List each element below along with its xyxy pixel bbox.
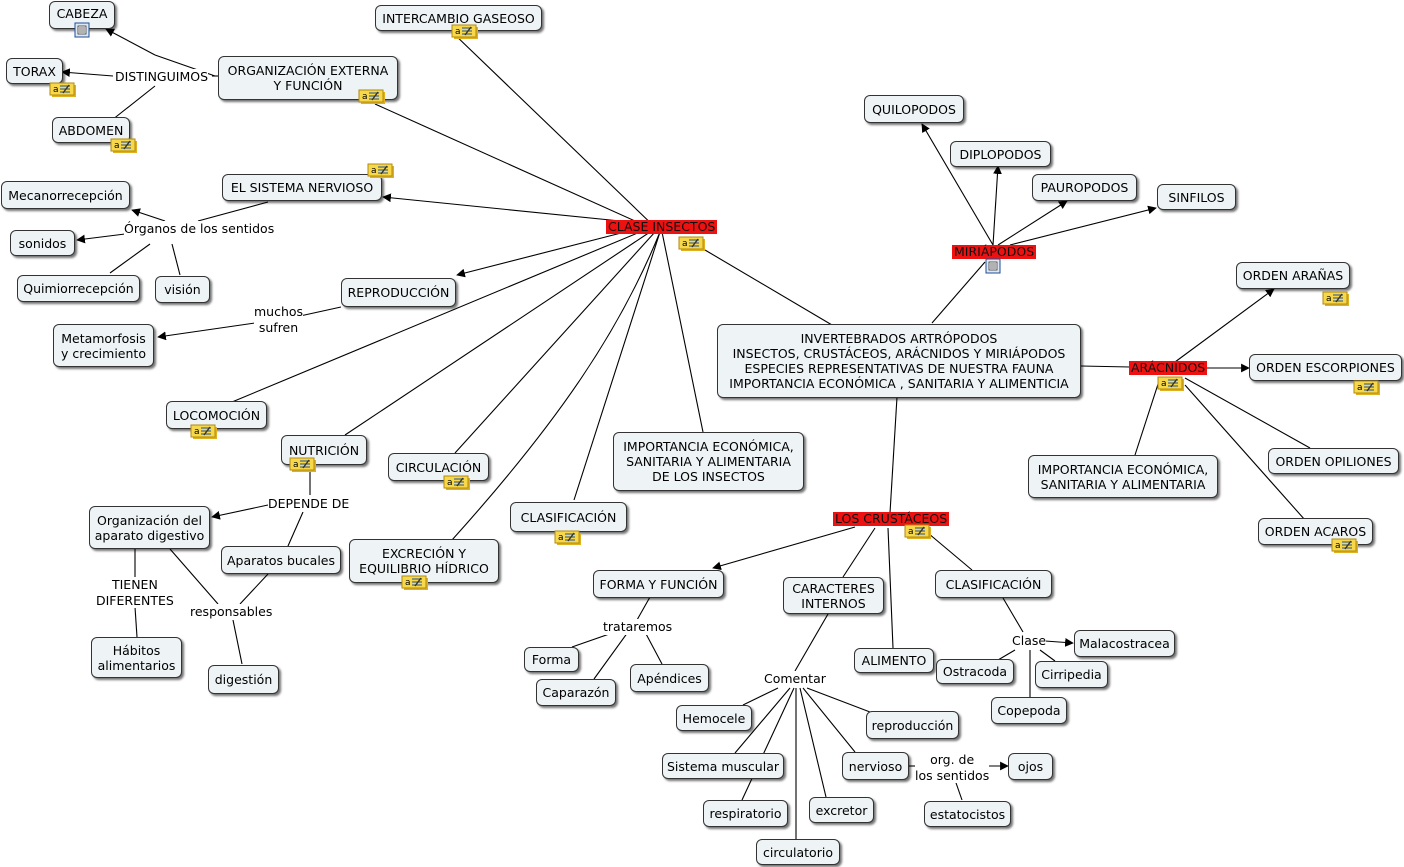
- concept-circulacion[interactable]: CIRCULACIÓN: [388, 453, 489, 481]
- concept-orden-aranas[interactable]: ORDEN ARAÑAS: [1236, 262, 1350, 289]
- concept-clasificacion-insectos[interactable]: CLASIFICACIÓN: [510, 502, 627, 532]
- concept-quilopodos[interactable]: QUILOPODOS: [864, 95, 964, 123]
- svg-text:a: a: [1335, 541, 1341, 551]
- svg-text:a: a: [293, 460, 299, 470]
- concept-circulatorio[interactable]: circulatorio: [756, 839, 840, 865]
- note-icon[interactable]: a: [367, 163, 395, 179]
- document-icon[interactable]: [74, 22, 90, 38]
- concept-respiratorio[interactable]: respiratorio: [703, 800, 788, 827]
- concept-hemocele[interactable]: Hemocele: [676, 705, 752, 731]
- svg-text:a: a: [908, 527, 914, 537]
- note-icon[interactable]: a: [904, 524, 932, 540]
- concept-diplopodos[interactable]: DIPLOPODOS: [950, 141, 1051, 167]
- concept-sistema-nervioso[interactable]: EL SISTEMA NERVIOSO: [222, 174, 382, 201]
- concept-apendices[interactable]: Apéndices: [630, 664, 709, 692]
- concept-cabeza[interactable]: CABEZA: [49, 1, 115, 29]
- concept-nervioso[interactable]: nervioso: [842, 752, 909, 780]
- note-icon[interactable]: a: [554, 530, 582, 546]
- concept-forma[interactable]: Forma: [524, 647, 579, 672]
- svg-text:a: a: [1161, 379, 1167, 389]
- svg-text:a: a: [1326, 294, 1332, 304]
- svg-text:a: a: [1357, 383, 1363, 393]
- concept-digestion[interactable]: digestión: [208, 665, 279, 694]
- link-muchos-sufren: muchos sufren: [254, 304, 304, 336]
- note-icon[interactable]: a: [443, 475, 471, 491]
- svg-text:a: a: [682, 239, 688, 249]
- concept-copepoda[interactable]: Copepoda: [991, 697, 1067, 724]
- concept-nutricion[interactable]: NUTRICIÓN: [281, 435, 367, 465]
- svg-text:a: a: [405, 578, 411, 588]
- concept-orden-escorpiones[interactable]: ORDEN ESCORPIONES: [1249, 354, 1402, 381]
- note-icon[interactable]: a: [110, 138, 138, 154]
- concept-orden-opiliones[interactable]: ORDEN OPILIONES: [1268, 448, 1399, 474]
- concept-estatocistos[interactable]: estatocistos: [924, 801, 1011, 827]
- concept-central[interactable]: INVERTEBRADOS ARTRÓPODOS INSECTOS, CRUST…: [717, 324, 1081, 398]
- category-miriapodos[interactable]: MIRIÁPODOS: [952, 244, 1037, 260]
- concept-torax[interactable]: TORAX: [6, 58, 63, 84]
- svg-text:a: a: [53, 85, 59, 95]
- svg-text:a: a: [362, 92, 368, 102]
- concept-quimiorrecepcion[interactable]: Quimiorrecepción: [17, 275, 140, 302]
- note-icon[interactable]: a: [358, 89, 386, 105]
- svg-text:a: a: [558, 533, 564, 543]
- link-organos-sentidos: Órganos de los sentidos: [124, 221, 275, 237]
- link-org-sentidos: org. de los sentidos: [915, 752, 990, 784]
- svg-text:a: a: [114, 141, 120, 151]
- link-trataremos: trataremos: [603, 619, 673, 635]
- concept-excretor[interactable]: excretor: [809, 797, 874, 823]
- category-crustaceos[interactable]: LOS CRUSTÁCEOS: [833, 511, 950, 527]
- concept-cirripedia[interactable]: Cirripedia: [1035, 661, 1108, 688]
- link-depende-de: DEPENDE DE: [268, 496, 350, 512]
- svg-text:a: a: [194, 427, 200, 437]
- concept-sinfilos[interactable]: SINFILOS: [1157, 184, 1236, 210]
- concept-importancia-aracnidos[interactable]: IMPORTANCIA ECONÓMICA, SANITARIA Y ALIME…: [1028, 455, 1218, 498]
- note-icon[interactable]: a: [1157, 376, 1185, 392]
- concept-org-aparato-digestivo[interactable]: Organización del aparato digestivo: [89, 506, 210, 549]
- concept-ojos[interactable]: ojos: [1008, 753, 1053, 780]
- link-clase: Clase: [1012, 633, 1047, 649]
- concept-aparatos-bucales[interactable]: Aparatos bucales: [221, 546, 341, 574]
- concept-vision[interactable]: visión: [155, 276, 210, 303]
- svg-text:a: a: [371, 166, 377, 176]
- link-distinguimos: DISTINGUIMOS: [115, 69, 208, 85]
- concept-locomocion[interactable]: LOCOMOCIÓN: [166, 401, 267, 429]
- concept-mecanorrecepcion[interactable]: Mecanorrecepción: [1, 181, 130, 209]
- link-comentar: Comentar: [764, 671, 826, 687]
- concept-sistema-muscular[interactable]: Sistema muscular: [662, 753, 784, 779]
- note-icon[interactable]: a: [1331, 538, 1359, 554]
- note-icon[interactable]: a: [289, 457, 317, 473]
- concept-sonidos[interactable]: sonidos: [10, 230, 75, 256]
- concept-pauropodos[interactable]: PAUROPODOS: [1032, 174, 1137, 201]
- note-icon[interactable]: a: [1322, 291, 1350, 307]
- concept-habitos-alimentarios[interactable]: Hábitos alimentarios: [91, 637, 182, 678]
- concept-reproduccion-crustaceos[interactable]: reproducción: [866, 711, 959, 739]
- concept-alimento[interactable]: ALIMENTO: [854, 648, 934, 673]
- concept-metamorfosis[interactable]: Metamorfosis y crecimiento: [53, 324, 154, 367]
- concept-excrecion[interactable]: EXCRECIÓN Y EQUILIBRIO HÍDRICO: [349, 539, 499, 583]
- link-tienen-diferentes: TIENEN DIFERENTES: [96, 577, 174, 609]
- note-icon[interactable]: a: [451, 24, 479, 40]
- category-clase-insectos[interactable]: CLASE INSECTOS: [606, 219, 718, 235]
- category-aracnidos[interactable]: ARÁCNIDOS: [1129, 360, 1208, 376]
- concept-importancia-insectos[interactable]: IMPORTANCIA ECONÓMICA, SANITARIA Y ALIME…: [613, 432, 804, 491]
- concept-malacostracea[interactable]: Malacostracea: [1074, 630, 1175, 657]
- svg-text:a: a: [447, 478, 453, 488]
- concept-forma-funcion[interactable]: FORMA Y FUNCIÓN: [593, 570, 724, 598]
- concept-caracteres-internos[interactable]: CARACTERES INTERNOS: [783, 577, 884, 614]
- note-icon[interactable]: a: [401, 575, 429, 591]
- svg-text:a: a: [455, 27, 461, 37]
- concept-reproduccion-insectos[interactable]: REPRODUCCIÓN: [341, 278, 456, 307]
- link-responsables: responsables: [190, 604, 273, 620]
- note-icon[interactable]: a: [1353, 380, 1381, 396]
- note-icon[interactable]: a: [49, 82, 77, 98]
- concept-caparazon[interactable]: Caparazón: [536, 679, 616, 706]
- note-icon[interactable]: a: [678, 236, 706, 252]
- concept-clasificacion-crustaceos[interactable]: CLASIFICACIÓN: [935, 570, 1052, 598]
- concept-ostracoda[interactable]: Ostracoda: [936, 659, 1014, 684]
- note-icon[interactable]: a: [190, 424, 218, 440]
- document-icon[interactable]: [985, 258, 1001, 274]
